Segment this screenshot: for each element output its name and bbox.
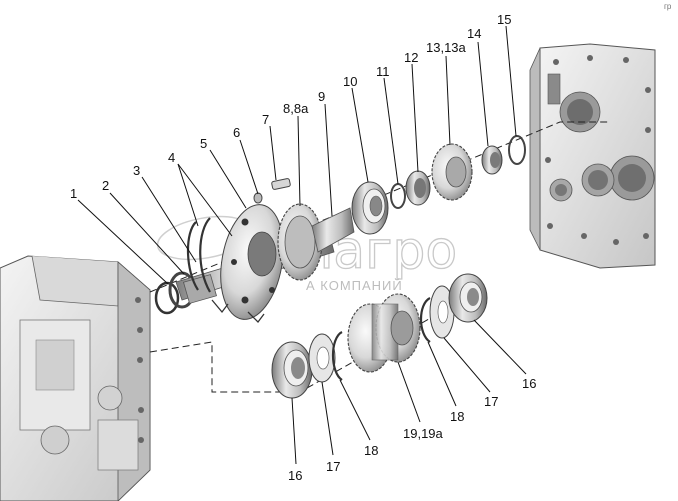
callout-12: 12 — [404, 50, 418, 65]
callout-10: 10 — [343, 74, 357, 89]
part-18-snap-ring-left — [331, 331, 343, 381]
corner-mark: гр — [664, 2, 672, 11]
callout-18-right: 18 — [450, 409, 464, 424]
part-13-gear — [431, 143, 473, 201]
callout-11: 11 — [376, 64, 390, 79]
callout-16-right: 16 — [522, 376, 536, 391]
part-5-flange-cover — [211, 204, 284, 323]
part-7-pin — [271, 178, 291, 190]
callout-1: 1 — [70, 186, 77, 201]
right-housing — [529, 43, 656, 269]
callout-14: 14 — [467, 26, 481, 41]
callout-17-left: 17 — [326, 459, 340, 474]
callout-13: 13,13а — [426, 40, 467, 55]
part-14-bushing — [481, 145, 503, 175]
leader-lines — [77, 25, 527, 465]
part-15-washer — [508, 135, 526, 165]
part-8-gear — [277, 203, 323, 281]
part-16-bearing-right — [448, 273, 488, 323]
part-19-gear-pair — [347, 293, 421, 373]
part-4-circlips — [186, 217, 211, 293]
part-17-disc-left — [308, 333, 336, 383]
part-10-bearing — [351, 181, 389, 235]
callout-17-right: 17 — [484, 394, 498, 409]
part-12-needle-bearing — [405, 170, 431, 206]
part-9-spline-shaft — [311, 207, 355, 253]
callout-9: 9 — [318, 89, 325, 104]
callout-6: 6 — [233, 125, 240, 140]
left-housing — [0, 255, 151, 501]
part-11-washer — [390, 183, 406, 209]
callout-15: 15 — [497, 12, 511, 27]
callout-16-left: 16 — [288, 468, 302, 483]
part-16-bearing-left — [271, 341, 313, 399]
part-1-snap-ring — [154, 281, 180, 315]
callout-4: 4 — [168, 150, 175, 165]
callout-7: 7 — [262, 112, 269, 127]
watermark-tagline: А КОМПАНИЙ — [306, 278, 403, 293]
part-18-snap-ring-right — [419, 297, 431, 343]
callout-8: 8,8а — [283, 101, 309, 116]
part-17-disc-right — [429, 285, 455, 339]
callout-19: 19,19а — [403, 426, 444, 441]
callout-5: 5 — [200, 136, 207, 151]
callout-3: 3 — [133, 163, 140, 178]
callout-18-left: 18 — [364, 443, 378, 458]
callout-labels: 1 2 3 4 5 6 7 8,8а 9 10 11 12 13,13а 14 … — [70, 12, 536, 483]
part-6-nut — [253, 192, 263, 204]
callout-2: 2 — [102, 178, 109, 193]
